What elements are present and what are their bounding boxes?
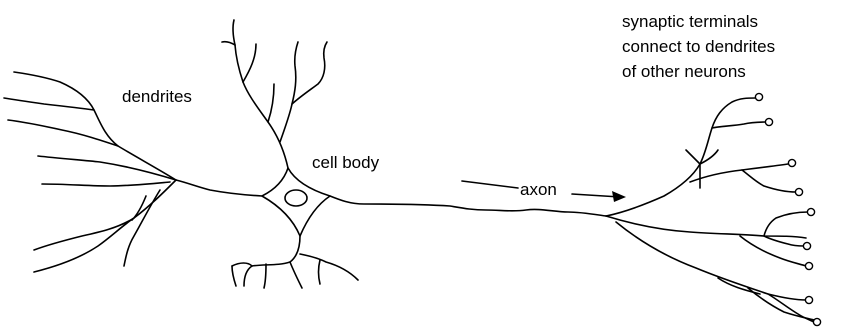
terminal-branch — [764, 212, 808, 236]
arrowhead — [612, 191, 626, 202]
label-terminals-line1: synaptic terminals — [622, 12, 758, 31]
dendrite-branch — [268, 84, 274, 122]
axon-terminals — [606, 98, 814, 322]
dendrite-branch — [233, 20, 235, 45]
dendrite-branch — [4, 98, 94, 110]
dendrite-branch — [319, 260, 321, 284]
arrow-shaft-left — [462, 181, 518, 188]
dendrite-branch — [292, 42, 327, 104]
terminal-knob — [803, 242, 810, 249]
terminal-branch — [606, 216, 806, 238]
terminal-knob — [805, 296, 812, 303]
terminal-knob — [807, 208, 814, 215]
dendrite-trunk — [176, 180, 262, 196]
dendrite-branch — [222, 42, 235, 45]
dendrite-branch — [280, 42, 298, 142]
terminal-knob — [805, 262, 812, 269]
dendrite-branch — [232, 263, 252, 266]
dendrite-trunk — [244, 236, 300, 286]
terminal-branch — [606, 98, 756, 216]
dendrite-branch — [235, 45, 288, 168]
dendrite-branch — [290, 262, 302, 288]
dendrite-branch — [243, 44, 256, 82]
synaptic-terminals — [755, 93, 820, 325]
upper-dendrites — [222, 20, 327, 168]
dendrite-branch — [34, 180, 176, 250]
dendrite-branch — [300, 254, 358, 280]
terminal-branch — [712, 122, 766, 128]
label-cell-body: cell body — [312, 153, 380, 172]
dendrite-branch — [264, 264, 266, 288]
terminal-branch — [742, 170, 796, 192]
terminal-knob — [755, 93, 762, 100]
terminal-knob — [813, 318, 820, 325]
axon — [330, 196, 606, 216]
label-axon: axon — [520, 180, 557, 199]
label-terminals-line3: of other neurons — [622, 62, 746, 81]
terminal-knob — [795, 188, 802, 195]
label-dendrites: dendrites — [122, 87, 192, 106]
soma-outline — [262, 168, 330, 236]
terminal-branch — [690, 164, 788, 182]
axon-line — [330, 196, 606, 216]
lower-dendrites — [232, 236, 358, 288]
terminal-branch — [718, 278, 760, 294]
label-terminals-line2: connect to dendrites — [622, 37, 775, 56]
terminal-branch — [686, 150, 700, 164]
dendrite-branch — [232, 266, 236, 286]
dendrite-branch — [42, 182, 170, 186]
terminal-knob — [788, 159, 795, 166]
nucleus — [285, 190, 307, 206]
cell-body — [262, 168, 330, 236]
terminal-knob — [765, 118, 772, 125]
